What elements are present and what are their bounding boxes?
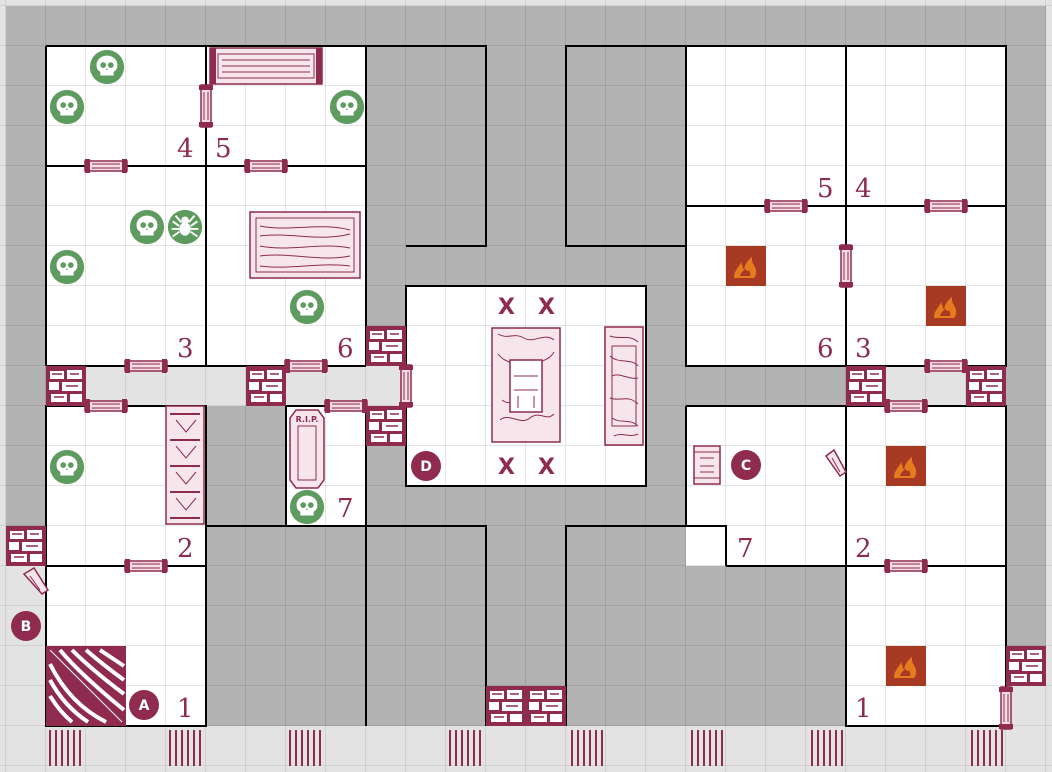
skull-monster-icon[interactable] <box>329 89 365 125</box>
fire-trap-icon[interactable] <box>726 246 766 286</box>
door-icon[interactable] <box>998 686 1014 730</box>
room-number-right-5: 5 <box>817 174 834 204</box>
rack-icon <box>165 405 205 525</box>
room-number-right-4: 4 <box>855 174 872 204</box>
marker-c[interactable]: C <box>731 450 761 480</box>
room-number-left-5: 5 <box>215 134 232 164</box>
marker-d[interactable]: D <box>411 451 441 481</box>
table-icon <box>249 211 361 279</box>
blocked-rubble-icon <box>966 366 1006 406</box>
door-icon[interactable] <box>324 398 368 414</box>
ramp-icon <box>22 566 50 595</box>
x-mark: X <box>538 295 555 320</box>
room-number-left-3: 3 <box>177 334 194 364</box>
blocked-rubble-icon <box>366 326 406 366</box>
center-x-marks: X X X X <box>498 295 555 480</box>
room-number-left-2: 2 <box>177 534 194 564</box>
furniture: R.I.P. <box>22 47 847 595</box>
room-number-right-3: 3 <box>855 334 872 364</box>
room-number-right-6: 6 <box>817 334 834 364</box>
blocked-rubble-icon <box>366 406 406 446</box>
right-entry-strip <box>1006 686 1046 726</box>
skull-monster-icon[interactable] <box>89 49 125 85</box>
room-right-6 <box>686 206 846 366</box>
room-numbers: 4 5 3 6 2 7 1 5 4 6 3 7 2 1 <box>177 134 872 724</box>
door-icon[interactable] <box>84 398 128 414</box>
fire-trap-icon[interactable] <box>926 286 966 326</box>
table-icon <box>209 47 323 85</box>
fire-trap-icon[interactable] <box>886 646 926 686</box>
stone-column-icon <box>604 326 644 446</box>
room-number-left-1: 1 <box>177 694 194 724</box>
skull-monster-icon[interactable] <box>289 289 325 325</box>
room-number-right-2: 2 <box>855 534 872 564</box>
bottom-strip <box>0 726 1052 772</box>
door-icon[interactable] <box>244 158 288 174</box>
coffin-label: R.I.P. <box>296 415 319 424</box>
left-entry-strip <box>6 566 46 726</box>
door-icon[interactable] <box>924 198 968 214</box>
room-right-5 <box>686 46 846 206</box>
door-icon[interactable] <box>884 558 928 574</box>
room-right-2 <box>846 406 1006 566</box>
marker-b[interactable]: B <box>11 611 41 641</box>
spider-monster-icon[interactable] <box>166 208 204 246</box>
skull-monster-icon[interactable] <box>289 489 325 525</box>
skull-monster-icon[interactable] <box>49 249 85 285</box>
blocked-rubble-icon <box>1006 646 1046 686</box>
blocked-rubble-icon <box>486 686 526 726</box>
door-icon[interactable] <box>284 358 328 374</box>
room-right-4 <box>846 46 1006 206</box>
door-icon[interactable] <box>124 558 168 574</box>
marker-a[interactable]: A <box>129 690 159 720</box>
skull-monster-icon[interactable] <box>49 449 85 485</box>
tomb-icon <box>491 327 561 443</box>
door-icon[interactable] <box>838 244 854 288</box>
x-mark: X <box>498 295 515 320</box>
room-number-left-4: 4 <box>177 134 194 164</box>
room-number-right-7: 7 <box>737 534 754 564</box>
barrel-icon <box>693 445 721 485</box>
room-right-1 <box>846 566 1006 726</box>
right-room-block <box>685 45 1007 727</box>
marker-a-label: A <box>139 698 150 714</box>
blocked-rubble-icon <box>526 686 566 726</box>
blocked-rubble-icon <box>246 366 286 406</box>
door-icon[interactable] <box>198 84 214 128</box>
left-corridor-strip <box>46 366 406 406</box>
door-icon[interactable] <box>84 158 128 174</box>
skull-monster-icon[interactable] <box>129 209 165 245</box>
door-icon[interactable] <box>764 198 808 214</box>
door-icon[interactable] <box>884 398 928 414</box>
x-mark: X <box>498 455 515 480</box>
lever-icon <box>824 448 847 478</box>
marker-d-label: D <box>420 459 432 475</box>
blocked-rubble-icon <box>6 526 46 566</box>
room-number-left-7: 7 <box>337 494 354 524</box>
fire-trap-icon[interactable] <box>886 446 926 486</box>
marker-c-label: C <box>741 458 751 474</box>
coffin-icon: R.I.P. <box>289 409 325 489</box>
room-number-right-1: 1 <box>855 694 872 724</box>
door-icon[interactable] <box>924 358 968 374</box>
blocked-rubble-icon <box>846 366 886 406</box>
room-number-left-6: 6 <box>337 334 354 364</box>
marker-b-label: B <box>21 619 32 635</box>
blocked-rubble-icon <box>46 366 86 406</box>
stairs-icon[interactable] <box>46 646 126 726</box>
x-mark: X <box>538 455 555 480</box>
bottom-tick-marks <box>49 730 1003 766</box>
door-icon[interactable] <box>398 364 414 408</box>
room-right-7 <box>686 406 846 566</box>
skull-monster-icon[interactable] <box>49 89 85 125</box>
door-icon[interactable] <box>124 358 168 374</box>
